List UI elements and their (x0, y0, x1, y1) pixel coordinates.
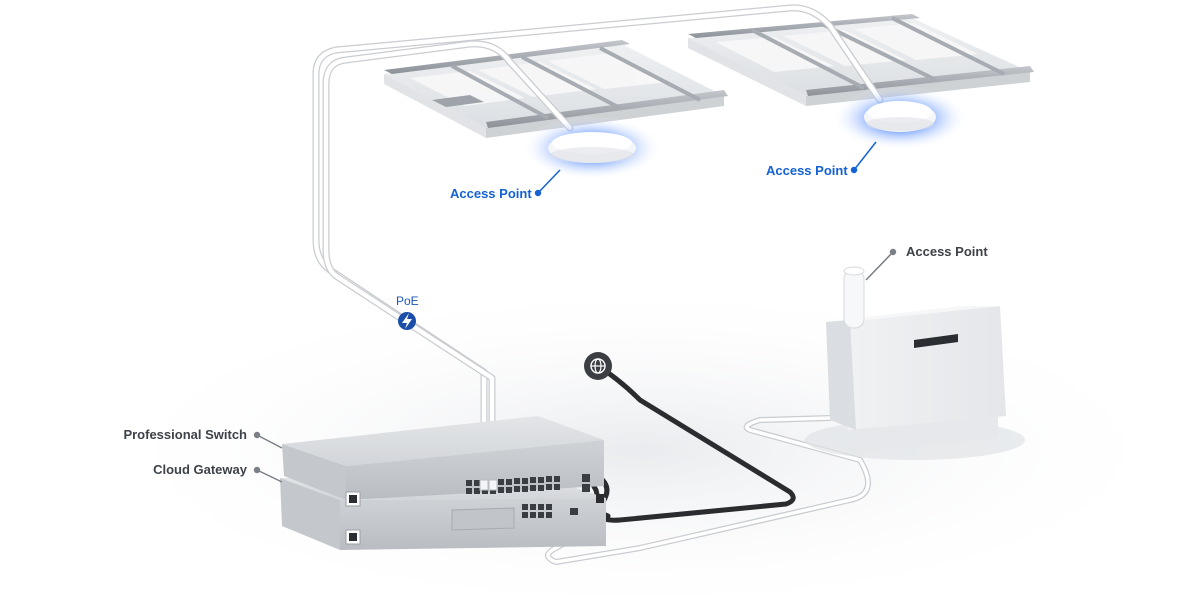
network-equipment-stack (280, 416, 606, 550)
ethernet-cables (312, 4, 884, 565)
access-point-2-label: Access Point (766, 163, 848, 178)
poe-label: PoE (396, 294, 419, 308)
globe-icon (584, 352, 612, 380)
access-point-3-label: Access Point (906, 244, 988, 259)
access-point-1 (522, 116, 662, 180)
lightning-bolt-icon (398, 312, 416, 330)
ceiling-panel-1 (384, 40, 728, 138)
label-leaders (253, 141, 897, 483)
cloud-gateway-label: Cloud Gateway (153, 462, 247, 477)
access-point-1-label: Access Point (450, 186, 532, 201)
outdoor-access-point (805, 266, 1025, 460)
floor-shadow (80, 280, 1200, 600)
professional-switch-label: Professional Switch (123, 427, 247, 442)
access-point-2 (832, 86, 968, 150)
